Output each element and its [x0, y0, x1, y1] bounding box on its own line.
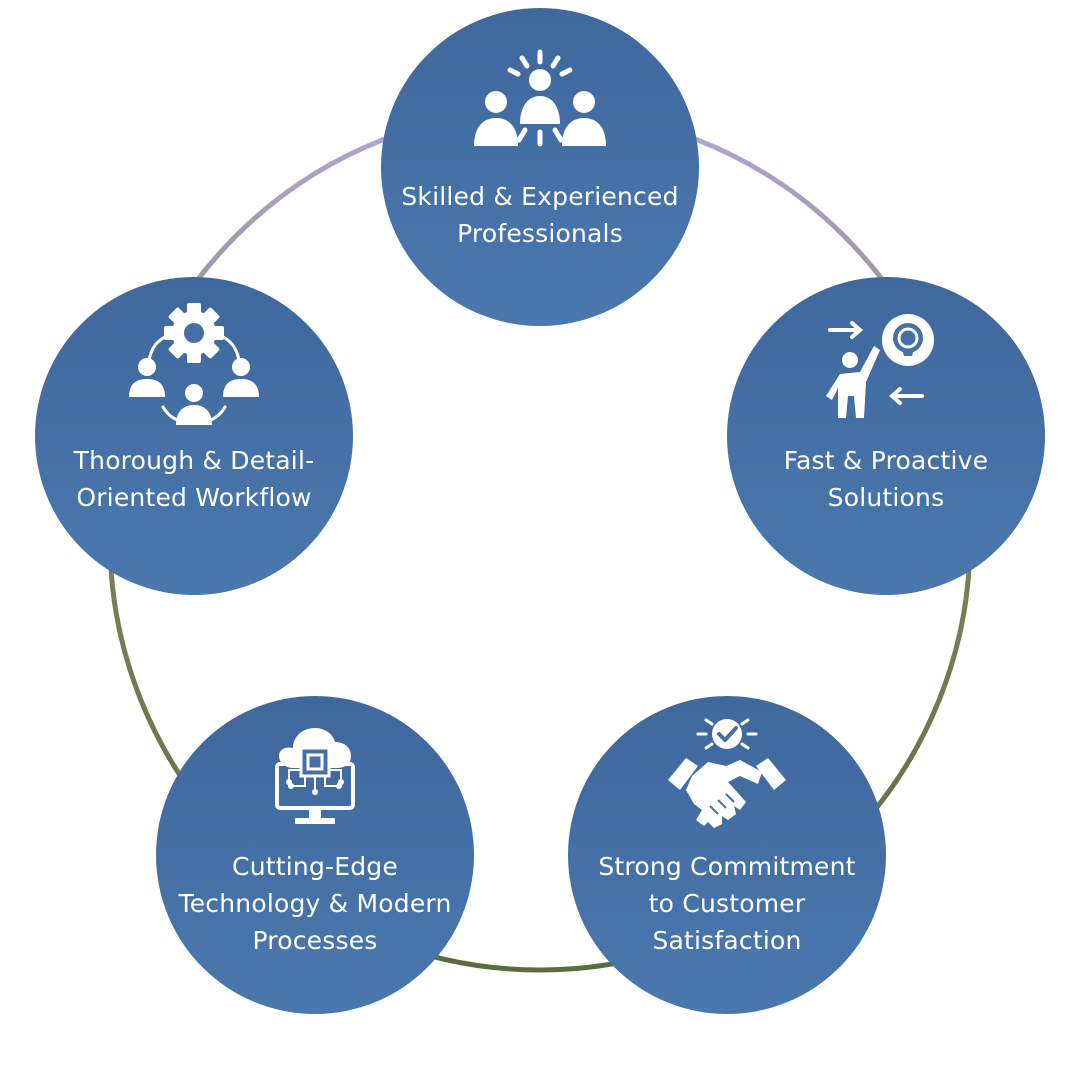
handshake-check-icon [668, 718, 786, 828]
node-customer-satisfaction: Strong Commitment to Customer Satisfacti… [568, 696, 886, 1014]
cloud-chip-monitor-icon [275, 728, 355, 824]
node-fast-solutions: Fast & Proactive Solutions [727, 277, 1045, 595]
node-skilled-professionals: Skilled & Experienced Professionals [381, 8, 699, 326]
idea-person-icon [826, 314, 934, 418]
node-label: Cutting-Edge Technology & Modern Process… [178, 852, 452, 955]
node-detail-oriented-workflow: Thorough & Detail- Oriented Workflow [35, 277, 353, 595]
gear-team-icon [129, 303, 259, 425]
node-label: Strong Commitment to Customer Satisfacti… [598, 852, 856, 955]
team-leader-icon [474, 49, 606, 147]
node-label: Skilled & Experienced Professionals [401, 182, 679, 248]
node-label: Thorough & Detail- Oriented Workflow [73, 446, 315, 512]
node-cutting-edge-technology: Cutting-Edge Technology & Modern Process… [156, 696, 474, 1014]
node-label: Fast & Proactive Solutions [783, 446, 989, 512]
